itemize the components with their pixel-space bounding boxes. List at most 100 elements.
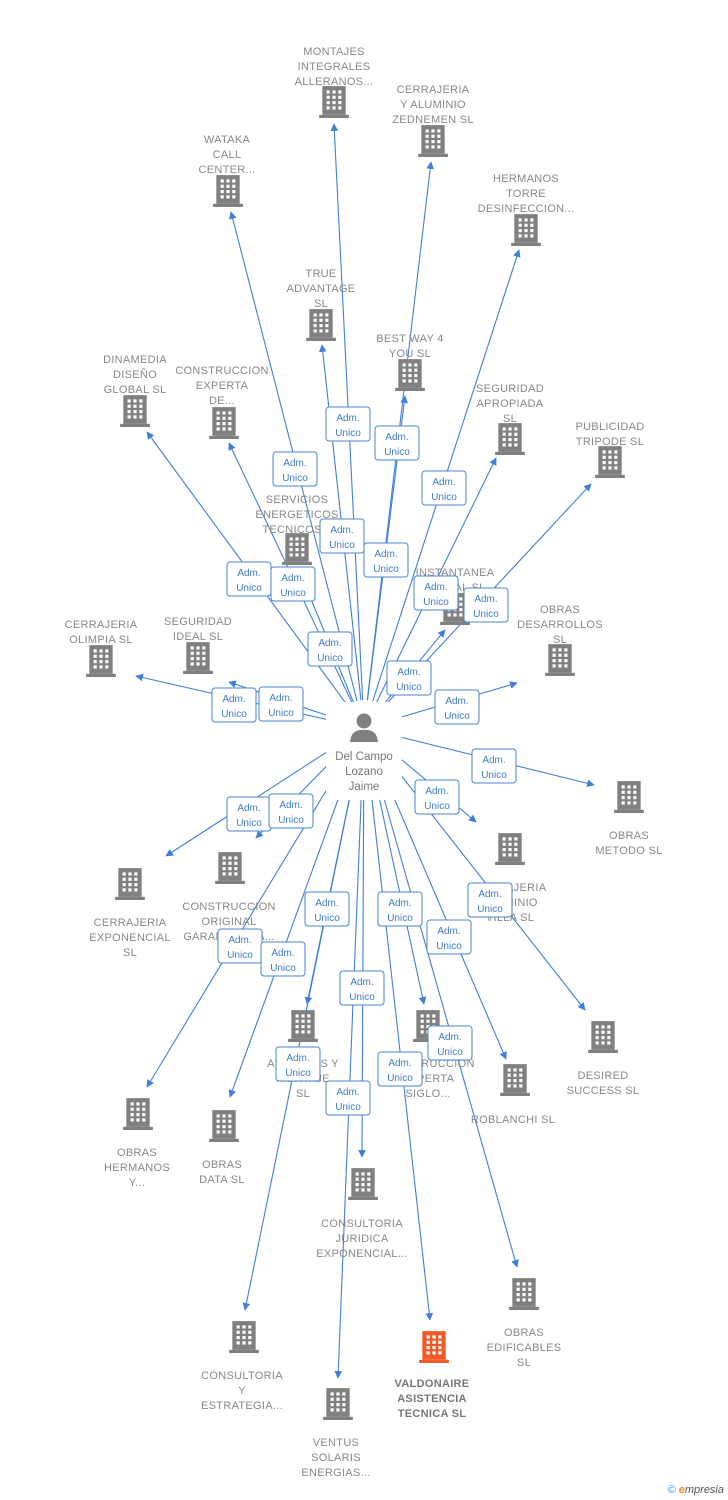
company-node-23[interactable]: OBRASHERMANOSY... [104,1098,170,1189]
role-badge-9[interactable]: Adm.Unico [463,587,509,623]
role-badge-15[interactable]: Adm.Unico [471,748,517,784]
company-label-24-line-0: OBRAS [202,1159,242,1171]
role-badge-text-line-0: Adm. [279,800,302,811]
role-badge-23[interactable]: Adm.Unico [217,928,263,964]
role-badge-18[interactable]: Adm.Unico [414,779,460,815]
company-label-16-line-0: CERRAJERIA [94,917,167,929]
company-node-2[interactable]: WATAKACALLCENTER... [198,134,255,207]
building-icon [115,868,145,900]
role-badge-29[interactable]: Adm.Unico [325,1080,371,1116]
company-label-3-line-0: HERMANOS [493,173,559,185]
edge-22 [374,753,507,1060]
building-icon [588,1021,618,1053]
role-badge-17[interactable]: Adm.Unico [268,793,314,829]
role-badge-10[interactable]: Adm. Unico [307,631,353,667]
company-label-17-line-1: ORIGINAL [202,916,257,928]
role-badge-text-line-0: Adm. [318,638,341,649]
building-icon [418,125,448,157]
role-badge-5[interactable]: Adm.Unico [363,542,409,578]
building-icon [319,86,349,118]
building-icon [348,1168,378,1200]
role-badge-text-line-0: Adm. [474,594,497,605]
role-badge-12[interactable]: Adm.Unico [211,687,257,723]
building-icon [500,1064,530,1096]
company-node-0[interactable]: MONTAJESINTEGRALESALLERANOS... [295,46,374,118]
role-badge-19[interactable]: Adm.Unico [467,882,513,918]
role-badge-text-line-0: Adm. [445,696,468,707]
company-label-28-line-0: VALDONAIRE [395,1378,470,1390]
building-icon [120,395,150,427]
role-badge-7[interactable]: Adm.Unico [270,566,316,602]
role-badge-text-line-0: Adm. [437,926,460,937]
role-badge-0[interactable]: Adm.Unico [325,406,371,442]
role-badge-8[interactable]: Adm.Unico [413,575,459,611]
company-node-3[interactable]: HERMANOSTORREDESINFECCION... [478,173,575,246]
role-badge-26[interactable]: Adm.Unico [427,1025,473,1061]
company-label-0-line-1: INTEGRALES [298,61,371,73]
role-badge-text-line-0: Adm. [424,582,447,593]
role-badge-28[interactable]: Adm.Unico [377,1051,423,1087]
role-badge-25[interactable]: Adm.Unico [339,970,385,1006]
person-label-line-2: Jaime [349,781,380,793]
role-badge-14[interactable]: Adm.Unico [434,689,480,725]
role-badge-box [377,891,423,927]
company-node-29[interactable]: VENTUSSOLARISENERGIAS... [301,1388,370,1479]
role-badge-box [386,660,432,696]
role-badge-text-line-1: Unico [335,428,361,439]
role-badge-box [325,406,371,442]
company-label-28-line-2: TECNICA SL [398,1408,467,1420]
role-badge-20[interactable]: Adm.Unico [304,891,350,927]
role-badge-2[interactable]: Adm.Unico [272,451,318,487]
company-node-25[interactable]: CONSULTORIAJURIDICAEXPONENCIAL... [316,1168,408,1260]
company-node-27[interactable]: CONSULTORIAYESTRATEGIA... [201,1321,283,1412]
role-badge-13[interactable]: Adm.Unico [258,686,304,722]
company-label-26-line-0: OBRAS [504,1327,544,1339]
company-label-3-line-1: TORRE [506,188,546,200]
role-badge-text-line-0: Adm. [482,755,505,766]
role-badge-21[interactable]: Adm.Unico [377,891,423,927]
role-badge-1[interactable]: Adm.Unico [374,425,420,461]
company-node-7[interactable]: CONSTRUCCIONEXPERTADE... [175,365,268,439]
role-badge-box [363,542,409,578]
building-icon [595,446,625,478]
role-badge-11[interactable]: Adm.Unico [386,660,432,696]
company-label-19-line-0: DESIRED [578,1070,629,1082]
role-badge-24[interactable]: Adm.Unico [260,941,306,977]
role-badge-3[interactable]: Adm.Unico [421,470,467,506]
role-badge-box [307,631,353,667]
company-node-10[interactable]: SERVICIOSENERGETICOSTECNICOS... [255,494,338,565]
company-label-2-line-2: CENTER... [198,164,255,176]
role-badge-16[interactable]: Adm.Unico [226,796,272,832]
company-label-2-line-0: WATAKA [204,134,251,146]
company-node-22[interactable]: ROBLANCHI SL [471,1064,555,1126]
brand-logo[interactable]: empresia [679,1484,724,1496]
role-badge-27[interactable]: Adm.Unico [275,1046,321,1082]
company-label-4-line-1: ADVANTAGE [287,283,356,295]
building-icon [123,1098,153,1130]
role-badge-6[interactable]: Adm.Unico [226,561,272,597]
role-badge-text-line-0: Adm. [228,935,251,946]
role-badge-text-line-1: Unico [317,653,343,664]
company-label-17-line-0: CONSTRUCCION [182,901,275,913]
role-badge-4[interactable]: Adm.Unico [319,518,365,554]
company-label-10-line-0: SERVICIOS [266,494,328,506]
edge-29 [334,755,364,1379]
role-badge-22[interactable]: Adm.Unico [426,919,472,955]
